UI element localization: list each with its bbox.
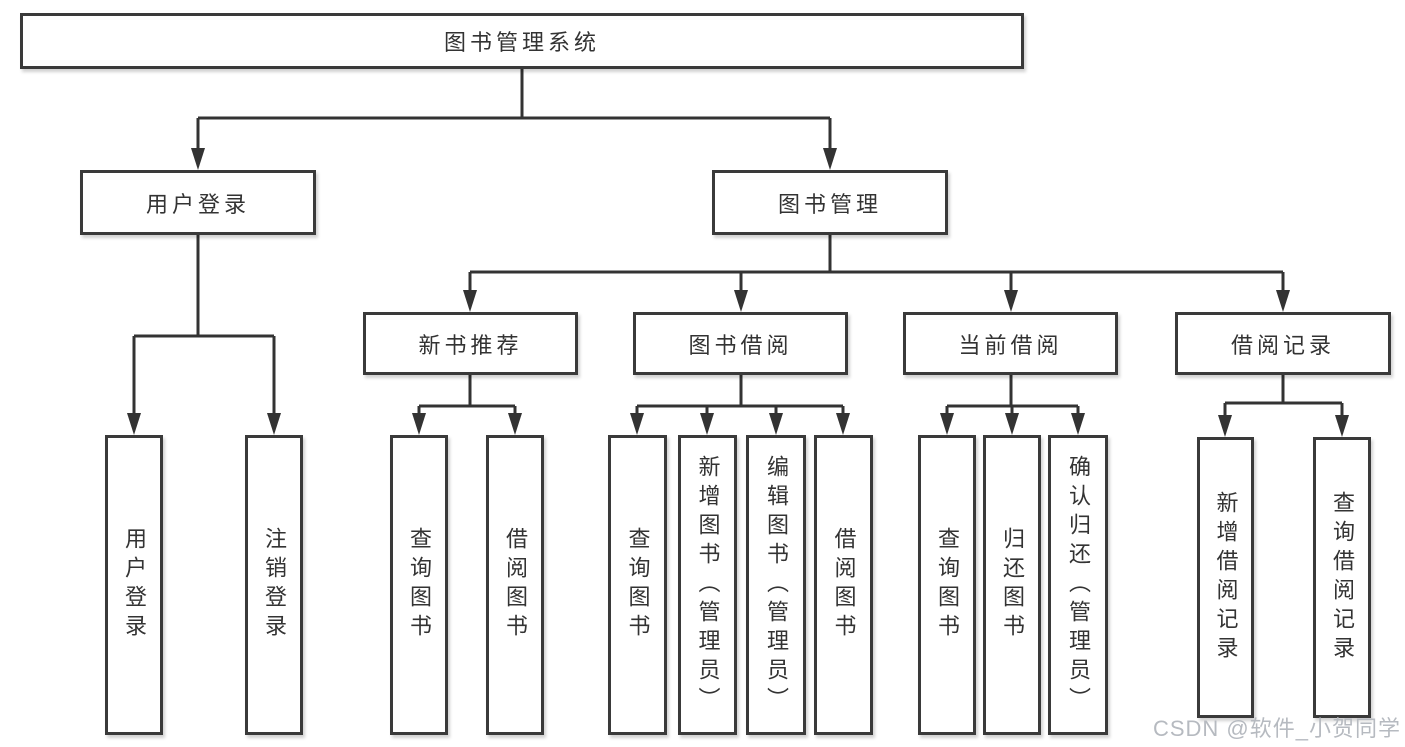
node-library-management-system: 图书管理系统 xyxy=(20,13,1024,69)
leaf-edit-book-admin: 编辑图书（管理员） xyxy=(746,435,806,735)
arrow-to-leaf-borrow-2 xyxy=(836,413,850,435)
arrow-to-leaf-user-login xyxy=(127,413,141,435)
arrow-to-user-login xyxy=(191,148,205,170)
arrow-to-leaf-borrow-1 xyxy=(508,413,522,435)
connector-new-book-rec-leaves xyxy=(417,375,517,415)
leaf-borrow-books: 借阅图书 xyxy=(486,435,544,735)
connector-user-login-leaves xyxy=(132,235,276,415)
connector-rails xyxy=(132,69,1344,417)
leaf-query-books: 查询图书 xyxy=(390,435,448,735)
connector-current-borrow-leaves xyxy=(945,375,1080,415)
connector-root-level2 xyxy=(196,69,832,150)
leaf-return-books: 归还图书 xyxy=(983,435,1041,735)
leaf-add-book-admin: 新增图书（管理员） xyxy=(678,435,737,735)
arrow-to-leaf-add-book xyxy=(700,413,714,435)
node-book-management: 图书管理 xyxy=(712,170,948,235)
node-new-book-recommendation: 新书推荐 xyxy=(363,312,578,375)
arrow-to-leaf-query-3 xyxy=(940,413,954,435)
arrow-to-leaf-query-1 xyxy=(412,413,426,435)
leaf-logout: 注销登录 xyxy=(245,435,303,735)
connector-book-borrow-leaves xyxy=(635,375,845,415)
leaf-query-books: 查询图书 xyxy=(608,435,667,735)
arrow-to-book-mgmt xyxy=(823,148,837,170)
node-borrowing-records: 借阅记录 xyxy=(1175,312,1391,375)
arrow-to-current-borrow xyxy=(1004,290,1018,312)
arrow-to-leaf-confirm-return xyxy=(1071,413,1085,435)
arrowheads xyxy=(127,148,1349,437)
node-book-borrowing: 图书借阅 xyxy=(633,312,848,375)
leaf-borrow-books: 借阅图书 xyxy=(814,435,873,735)
arrow-to-leaf-logout xyxy=(267,413,281,435)
arrow-to-leaf-add-record xyxy=(1218,415,1232,437)
leaf-user-login: 用户登录 xyxy=(105,435,163,735)
leaf-query-books: 查询图书 xyxy=(918,435,976,735)
arrow-to-leaf-return-book xyxy=(1005,413,1019,435)
connector-borrow-records-leaves xyxy=(1223,375,1344,417)
node-current-borrowing: 当前借阅 xyxy=(903,312,1118,375)
leaf-query-borrow-record: 查询借阅记录 xyxy=(1313,437,1371,718)
arrow-to-leaf-query-record xyxy=(1335,415,1349,437)
node-user-login: 用户登录 xyxy=(80,170,316,235)
leaf-confirm-return-admin: 确认归还（管理员） xyxy=(1048,435,1108,735)
connector-book-mgmt-level3 xyxy=(468,235,1285,292)
csdn-watermark: CSDN @软件_小贺同学 xyxy=(1152,716,1401,741)
arrow-to-leaf-edit-book xyxy=(769,413,783,435)
arrow-to-borrow-records xyxy=(1276,290,1290,312)
arrow-to-new-book-rec xyxy=(463,290,477,312)
leaf-add-borrow-record: 新增借阅记录 xyxy=(1197,437,1254,718)
arrow-to-leaf-query-2 xyxy=(630,413,644,435)
arrow-to-book-borrow xyxy=(734,290,748,312)
